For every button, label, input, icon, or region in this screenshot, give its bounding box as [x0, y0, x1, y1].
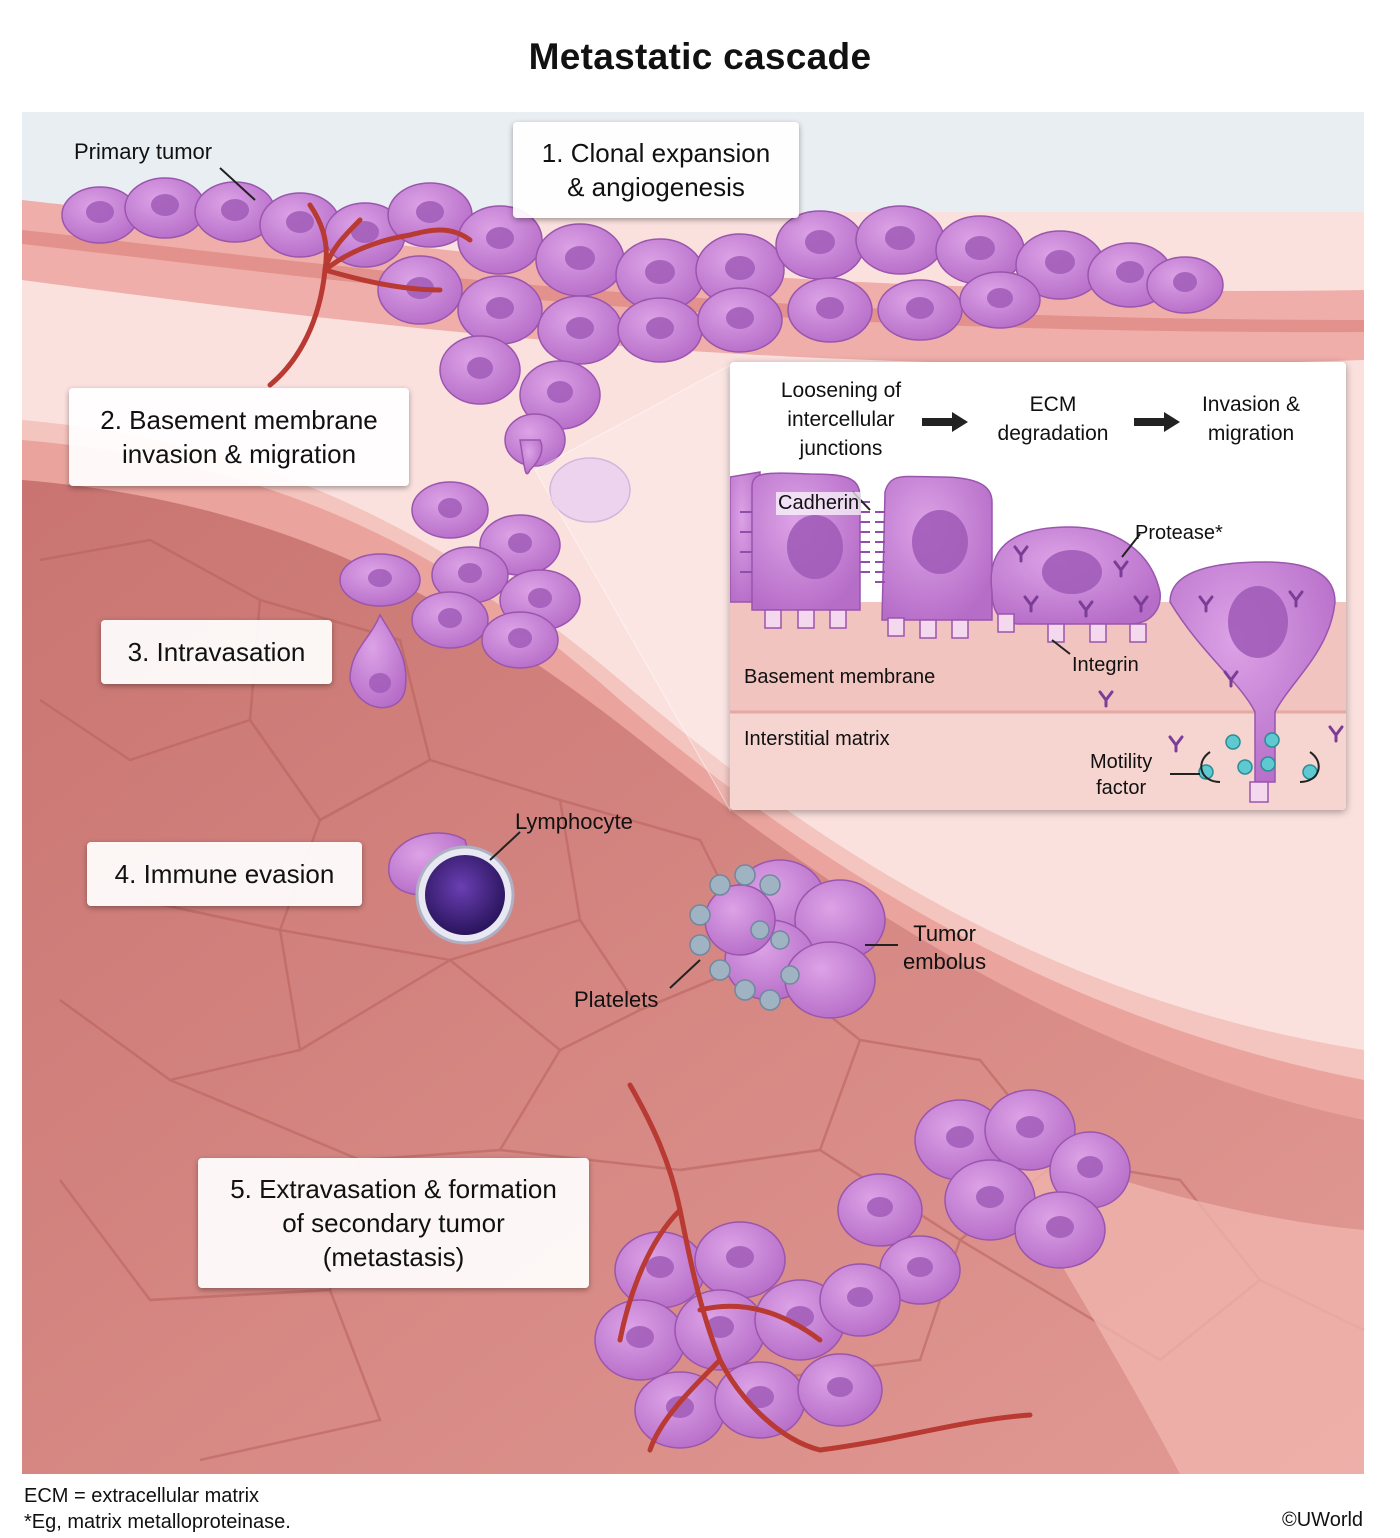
stage-loosening-line3: junctions	[799, 437, 883, 460]
ecm-definition: ECM = extracellular matrix	[24, 1485, 260, 1507]
stage-ecm-line2: degradation	[997, 422, 1109, 445]
primary-tumor-label: Primary tumor	[74, 139, 213, 164]
tumor-embolus-label: Tumor embolus	[903, 920, 986, 975]
step-2-line2: invasion & migration	[121, 439, 357, 469]
integrin-label: Integrin	[1072, 654, 1139, 676]
step-5-line2: of secondary tumor	[282, 1208, 505, 1238]
stage-invasion-line2: migration	[1207, 422, 1295, 445]
interstitial-matrix-label: Interstitial matrix	[744, 728, 890, 750]
motility-factor-line2: factor	[1096, 777, 1147, 799]
platelets-label: Platelets	[574, 987, 659, 1012]
step-2-box: 2. Basement membrane invasion & migratio…	[69, 388, 409, 486]
step-5-box: 5. Extravasation & formation of secondar…	[198, 1158, 589, 1288]
stage-ecm-line1: ECM	[1029, 393, 1077, 416]
motility-factor-line1: Motility	[1090, 751, 1153, 773]
step-1-box: 1. Clonal expansion & angiogenesis	[513, 122, 799, 218]
protease-footnote: *Eg, matrix metalloproteinase.	[24, 1511, 291, 1533]
protease-label: Protease*	[1135, 522, 1223, 544]
stage-invasion-line1: Invasion &	[1201, 393, 1301, 416]
step-5-line3: (metastasis)	[322, 1242, 465, 1272]
stage-ecm-label: ECM degradation	[978, 390, 1128, 448]
step-4-box: 4. Immune evasion	[87, 842, 362, 906]
step-2-line1: 2. Basement membrane	[100, 405, 378, 435]
page-title: Metastatic cascade	[528, 36, 872, 77]
tumor-embolus-line2: embolus	[903, 948, 987, 974]
inset-illustration	[730, 412, 1346, 810]
stage-loosening-line2: intercellular	[787, 408, 895, 431]
stage-invasion-label: Invasion & migration	[1186, 390, 1316, 448]
motility-factor-label: Motility factor	[1090, 749, 1152, 801]
copyright: ©UWorld	[1282, 1509, 1364, 1531]
lymphocyte-label: Lymphocyte	[515, 809, 633, 834]
step-5-line1: 5. Extravasation & formation	[230, 1174, 557, 1204]
step-3-line1: 3. Intravasation	[127, 637, 306, 667]
cadherin-label: Cadherin	[776, 492, 862, 515]
stage-loosening-line1: Loosening of	[780, 379, 902, 402]
basement-membrane-label: Basement membrane	[744, 666, 936, 688]
inset-panel: Loosening of intercellular junctions ECM…	[730, 362, 1346, 810]
tumor-embolus-line1: Tumor	[913, 921, 976, 946]
step-1-line1: 1. Clonal expansion	[541, 138, 771, 168]
stage-loosening-label: Loosening of intercellular junctions	[760, 376, 922, 463]
step-1-line2: & angiogenesis	[567, 172, 745, 202]
step-3-box: 3. Intravasation	[101, 620, 332, 684]
step-4-line1: 4. Immune evasion	[114, 859, 335, 889]
